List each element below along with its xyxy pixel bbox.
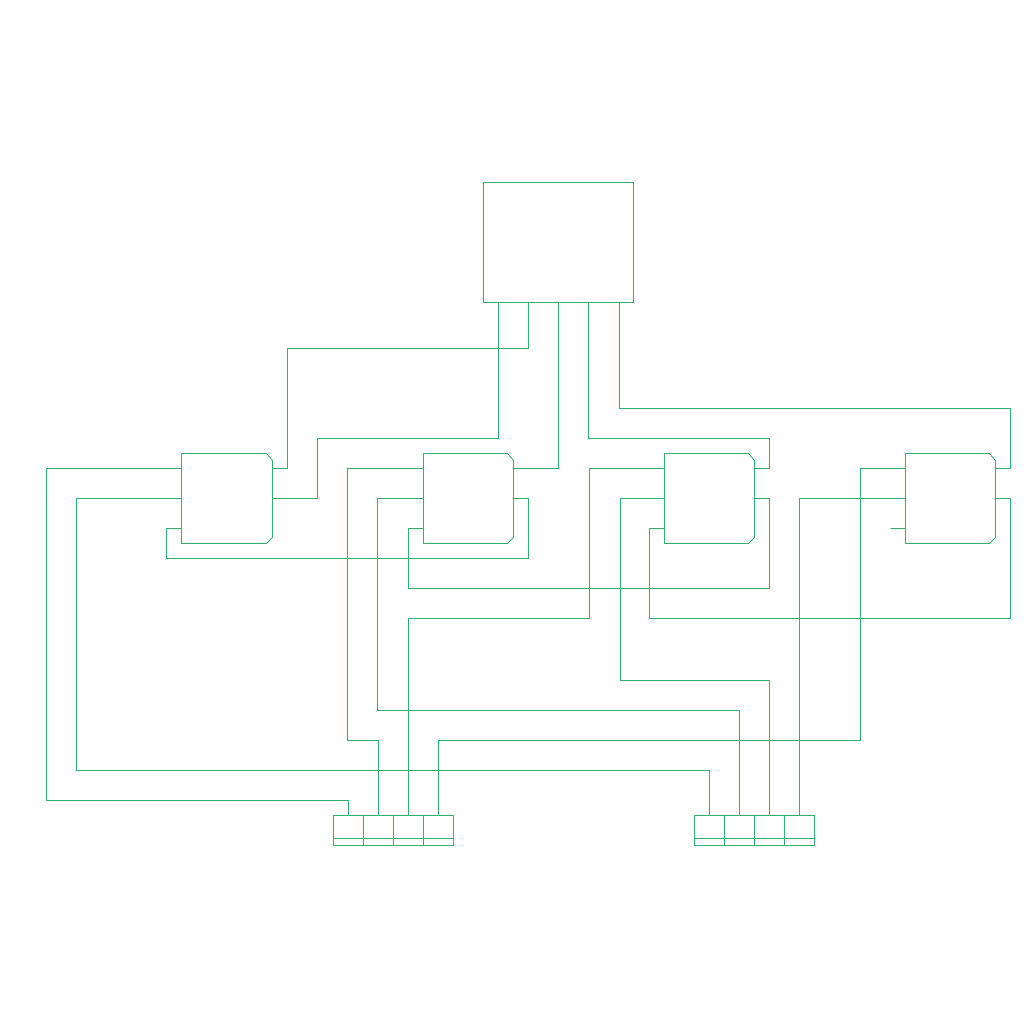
wire-controller-module3 (588, 302, 770, 469)
wire-module4-b (799, 498, 906, 816)
connector-left-slot (333, 815, 364, 846)
connector-left-slot (423, 815, 454, 846)
wire-module1-outer (46, 468, 349, 816)
wire-controller-module2 (513, 302, 559, 469)
connector-left-slot (363, 815, 394, 846)
connector-right-slot (784, 815, 815, 846)
connector-left (333, 815, 454, 846)
connector-right-slot (724, 815, 755, 846)
wire-module4-a (438, 468, 906, 816)
connector-right-slot (754, 815, 785, 846)
connector-right-slot (694, 815, 725, 846)
wire-module3-module4-loop (649, 498, 1011, 619)
module-4-block (905, 453, 996, 544)
wire-module3-b (620, 498, 770, 816)
connector-left-slot (393, 815, 424, 846)
wire-module2-b (377, 498, 740, 816)
wire-controller-module4 (619, 302, 1011, 469)
wire-module1-inner (76, 498, 710, 816)
module-3-block (664, 453, 755, 544)
connector-right (694, 815, 815, 846)
module-1-block (181, 453, 273, 544)
wire-controller-module1-a (272, 302, 529, 469)
module-2-block (423, 453, 514, 544)
top-controller-block (483, 182, 634, 303)
wire-module3-a (408, 468, 665, 816)
wire-controller-module1-b (272, 302, 499, 499)
wire-module2-a (347, 468, 424, 816)
